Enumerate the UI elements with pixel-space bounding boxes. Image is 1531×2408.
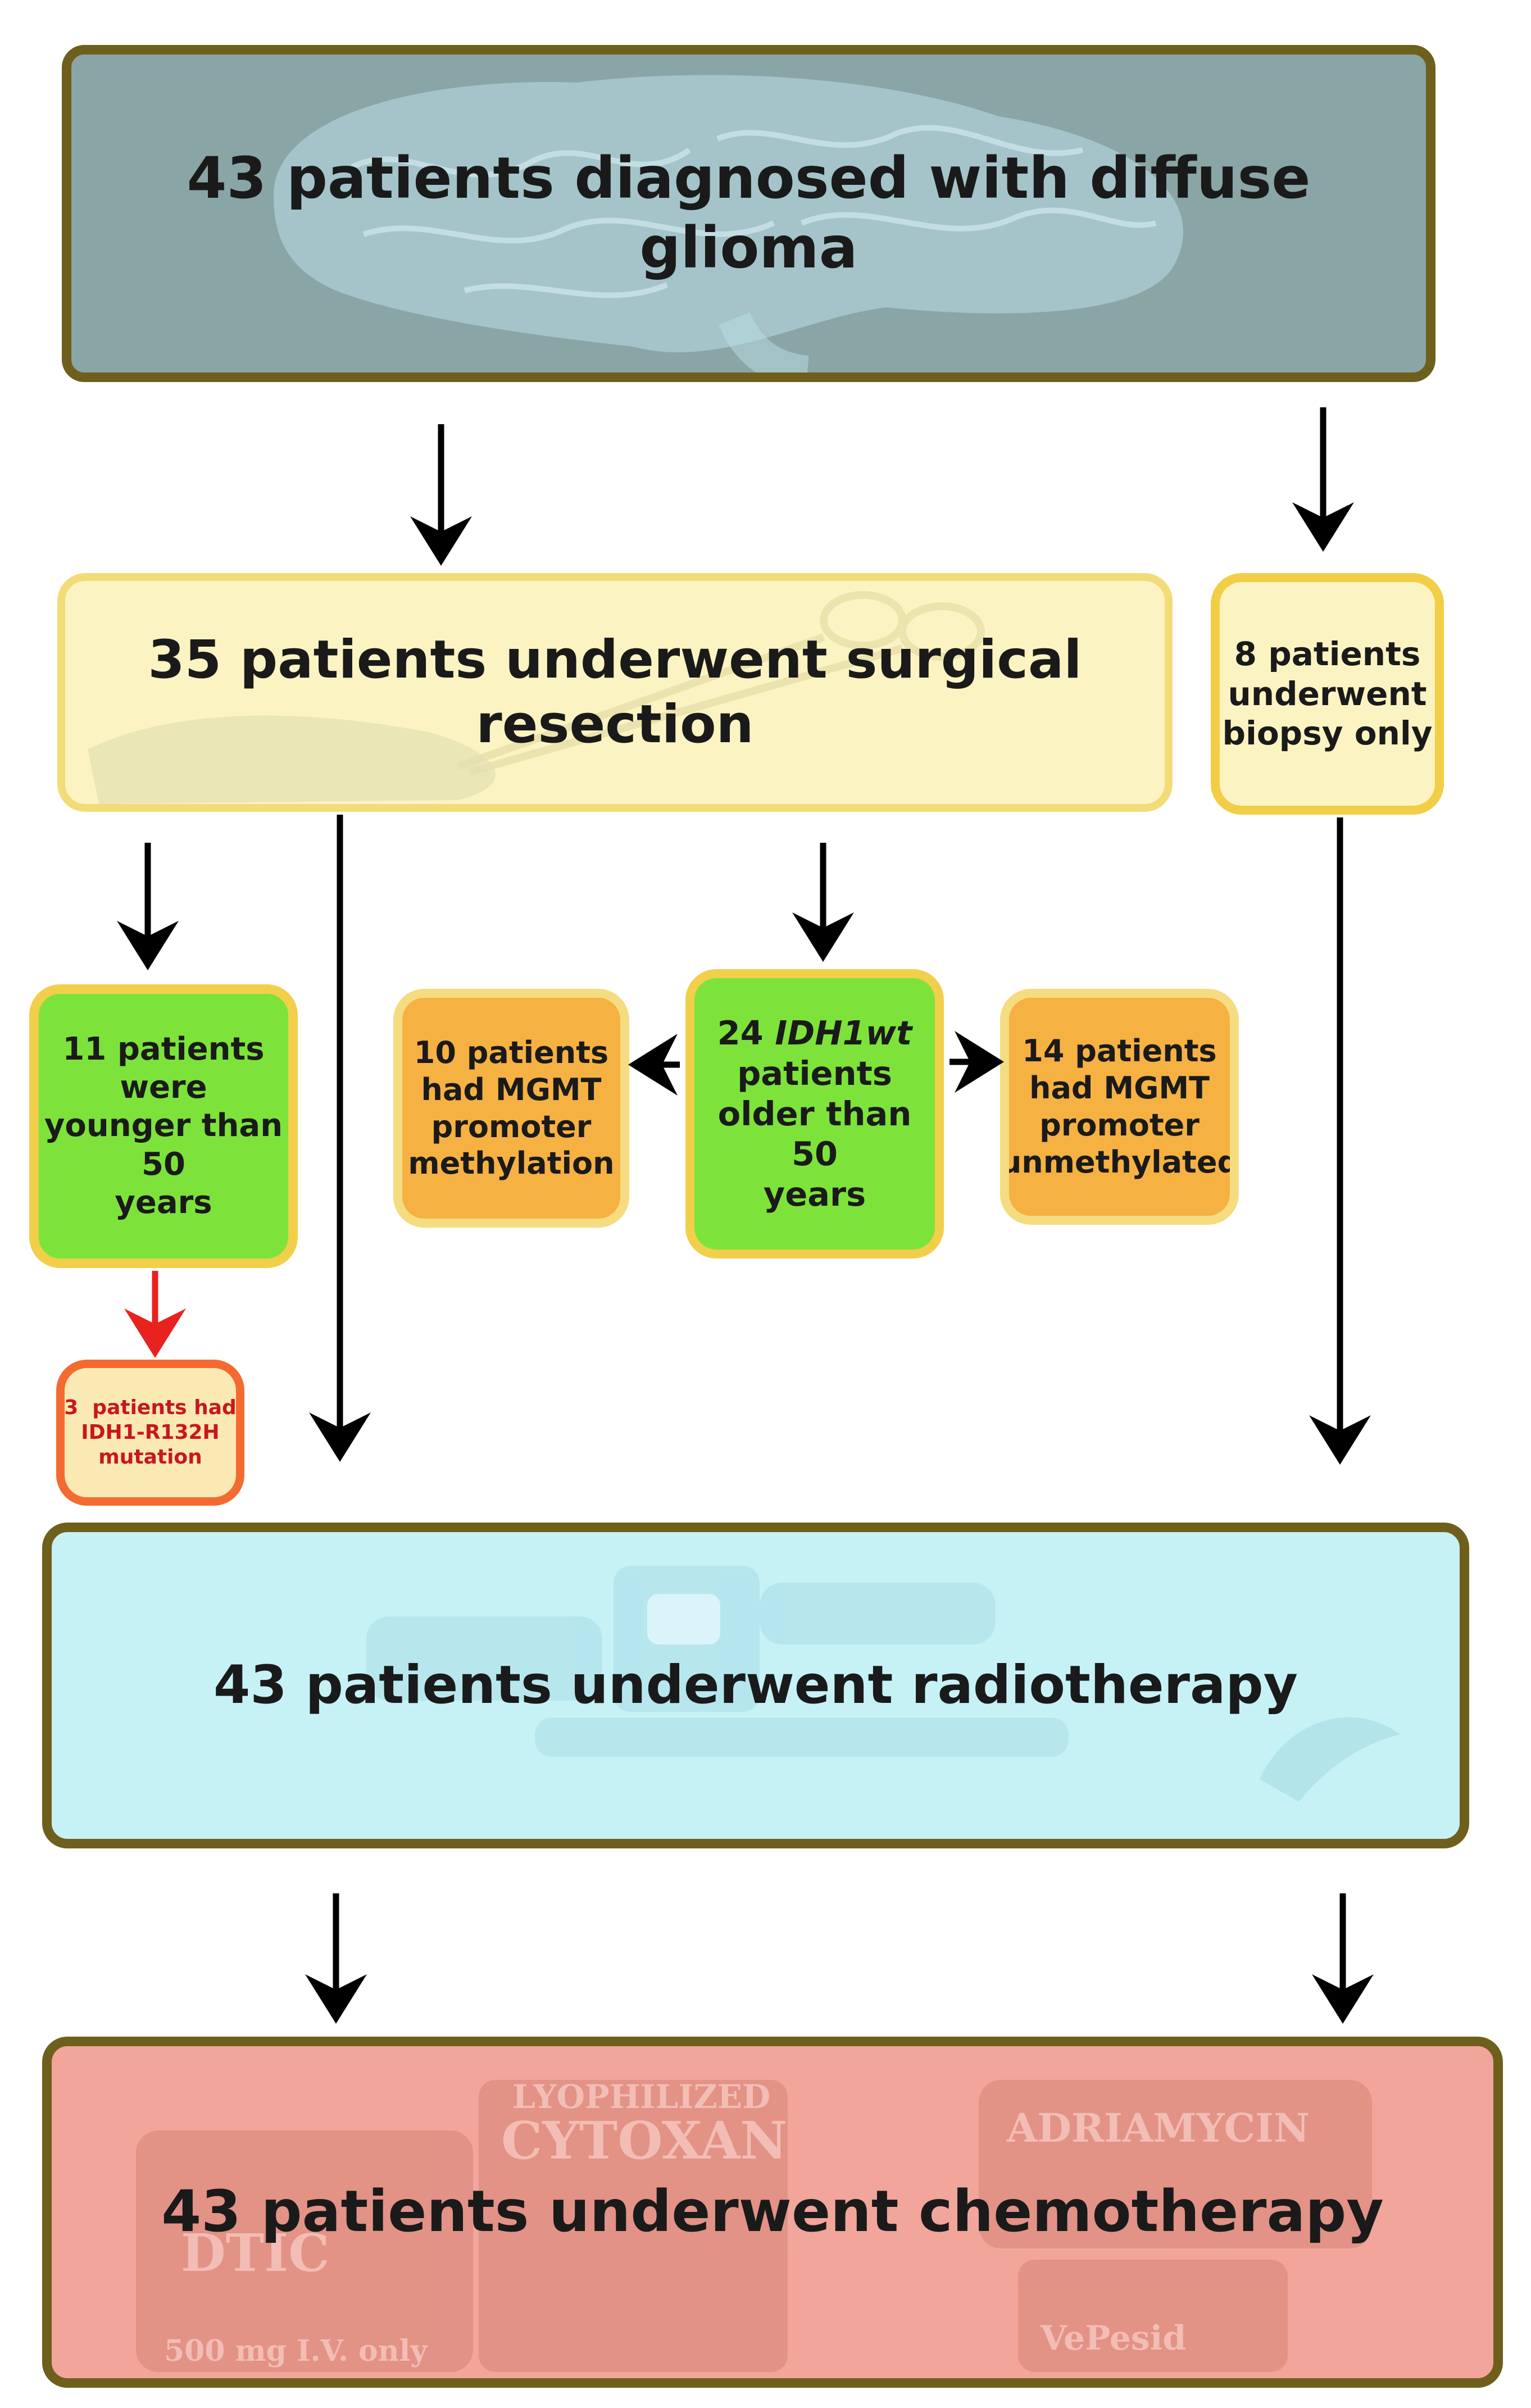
r132h-line-2: IDH1-R132H [81,1421,220,1444]
mgmt-unmethylated-box: 14 patients had MGMT promoter unmethylat… [1000,989,1239,1225]
idh1wt-line-3: older than 50 [717,1094,912,1174]
younger-than-50-box: 11 patients were younger than 50 years [29,984,298,1268]
biopsy-only-box: 8 patients underwent biopsy only [1211,573,1444,815]
unmethylated-line-1: 14 patients [1022,1033,1217,1069]
unmethylated-line-2: had MGMT [1029,1070,1210,1106]
unmethylated-line-3: promoter [1039,1107,1200,1143]
biopsy-line-1: 8 patients [1234,634,1421,673]
mgmt-methylated-box: 10 patients had MGMT promoter methylatio… [393,989,629,1228]
methylated-line-1: 10 patients [414,1034,609,1070]
r132h-line-3: mutation [98,1445,202,1469]
biopsy-line-2: underwent [1228,674,1427,713]
younger-line-3: years [115,1184,212,1221]
biopsy-line-3: biopsy only [1222,714,1433,753]
younger-line-1: 11 patients were [62,1030,265,1106]
idh1wt-gene: IDH1wt [775,1013,912,1052]
idh1-r132h-mutation-box: 3 patients had IDH1-R132H mutation [56,1360,244,1506]
r132h-line-1: 3 patients had [64,1396,237,1420]
idh1wt-line-2: patients [737,1053,892,1093]
methylated-line-4: methylation [408,1146,615,1182]
idh1wt-older-than-50-box: 24 IDH1wt patients older than 50 years [685,969,944,1258]
methylated-line-3: promoter [431,1108,592,1144]
methylated-line-2: had MGMT [421,1071,602,1107]
idh1wt-count: 24 [717,1013,764,1052]
younger-line-2: younger than 50 [44,1107,283,1183]
idh1wt-line-1: 24 IDH1wt [694,1013,935,1053]
idh1wt-line-4: years [763,1175,866,1214]
unmethylated-line-4: unmethylated [1000,1144,1239,1180]
